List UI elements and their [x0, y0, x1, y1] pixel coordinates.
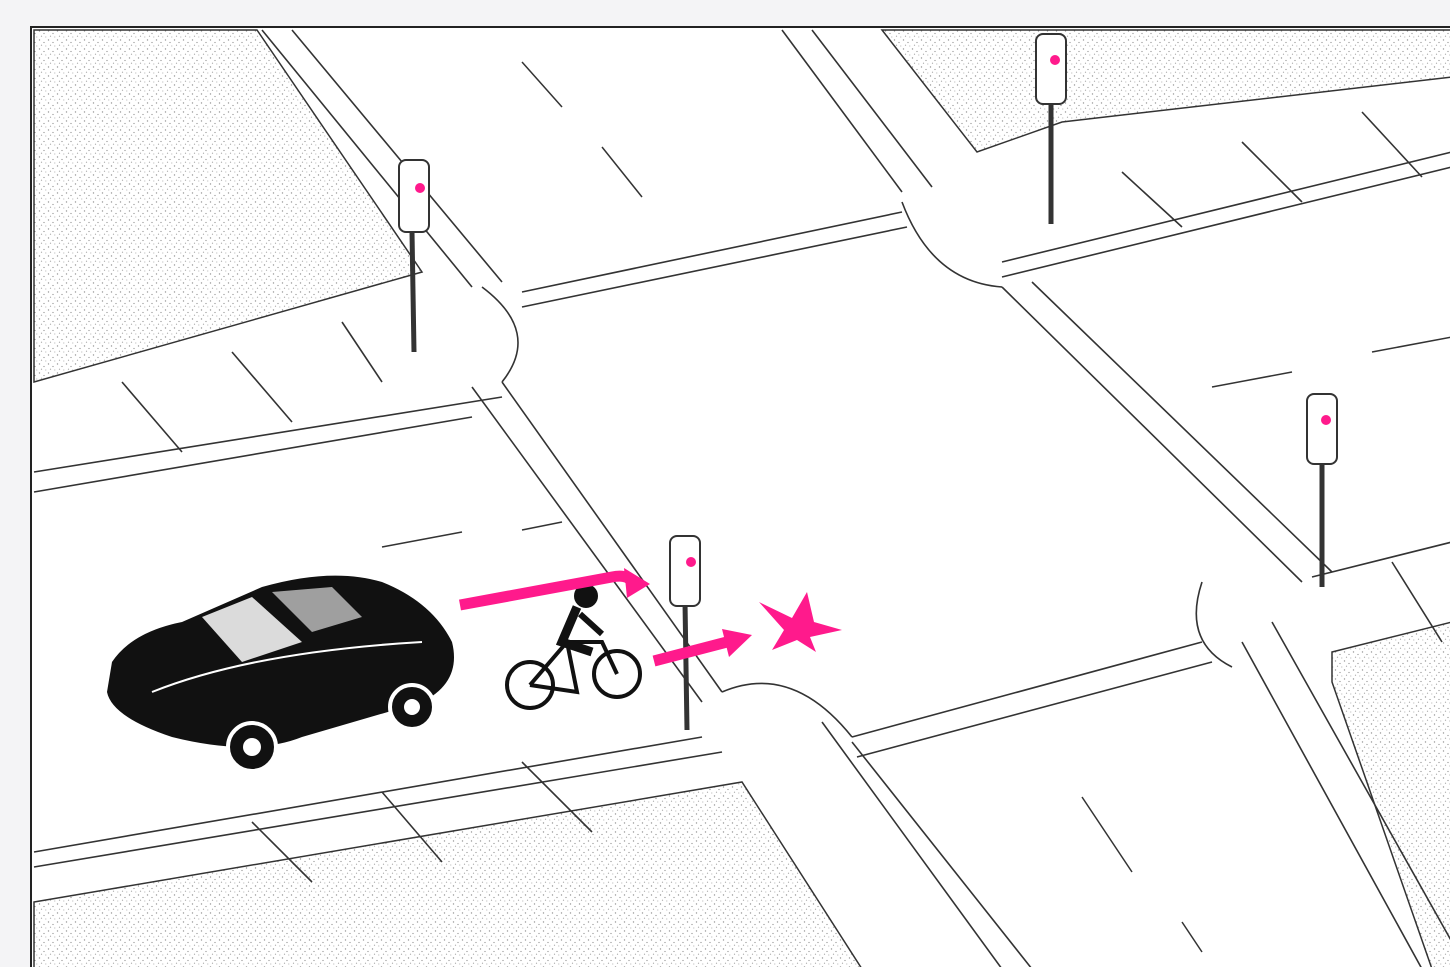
- signal-red-light: [1321, 415, 1331, 425]
- conflict-burst-icon: [759, 592, 842, 652]
- car-left-turn-arrow: [459, 568, 650, 611]
- traffic-signal-northeast: [1035, 33, 1067, 224]
- traffic-signal-near-corner: [669, 535, 701, 731]
- signal-red-light: [1050, 55, 1060, 65]
- car-icon: [107, 575, 454, 773]
- block-south: [33, 781, 862, 967]
- cyclist-straight-arrow: [652, 629, 752, 667]
- block-north: [880, 29, 1450, 153]
- road-outlines: [33, 29, 1450, 967]
- cyclist-icon: [505, 584, 642, 710]
- signal-red-light: [686, 557, 696, 567]
- block-northwest: [33, 29, 424, 383]
- traffic-signal-east: [1306, 393, 1338, 587]
- diagram-frame: [30, 26, 1450, 967]
- signal-red-light: [415, 183, 425, 193]
- intersection-diagram: [33, 29, 1450, 967]
- lane-markings: [381, 61, 1450, 953]
- traffic-signal-northwest: [398, 159, 430, 353]
- block-east: [1331, 621, 1450, 967]
- land-blocks: [33, 29, 1450, 967]
